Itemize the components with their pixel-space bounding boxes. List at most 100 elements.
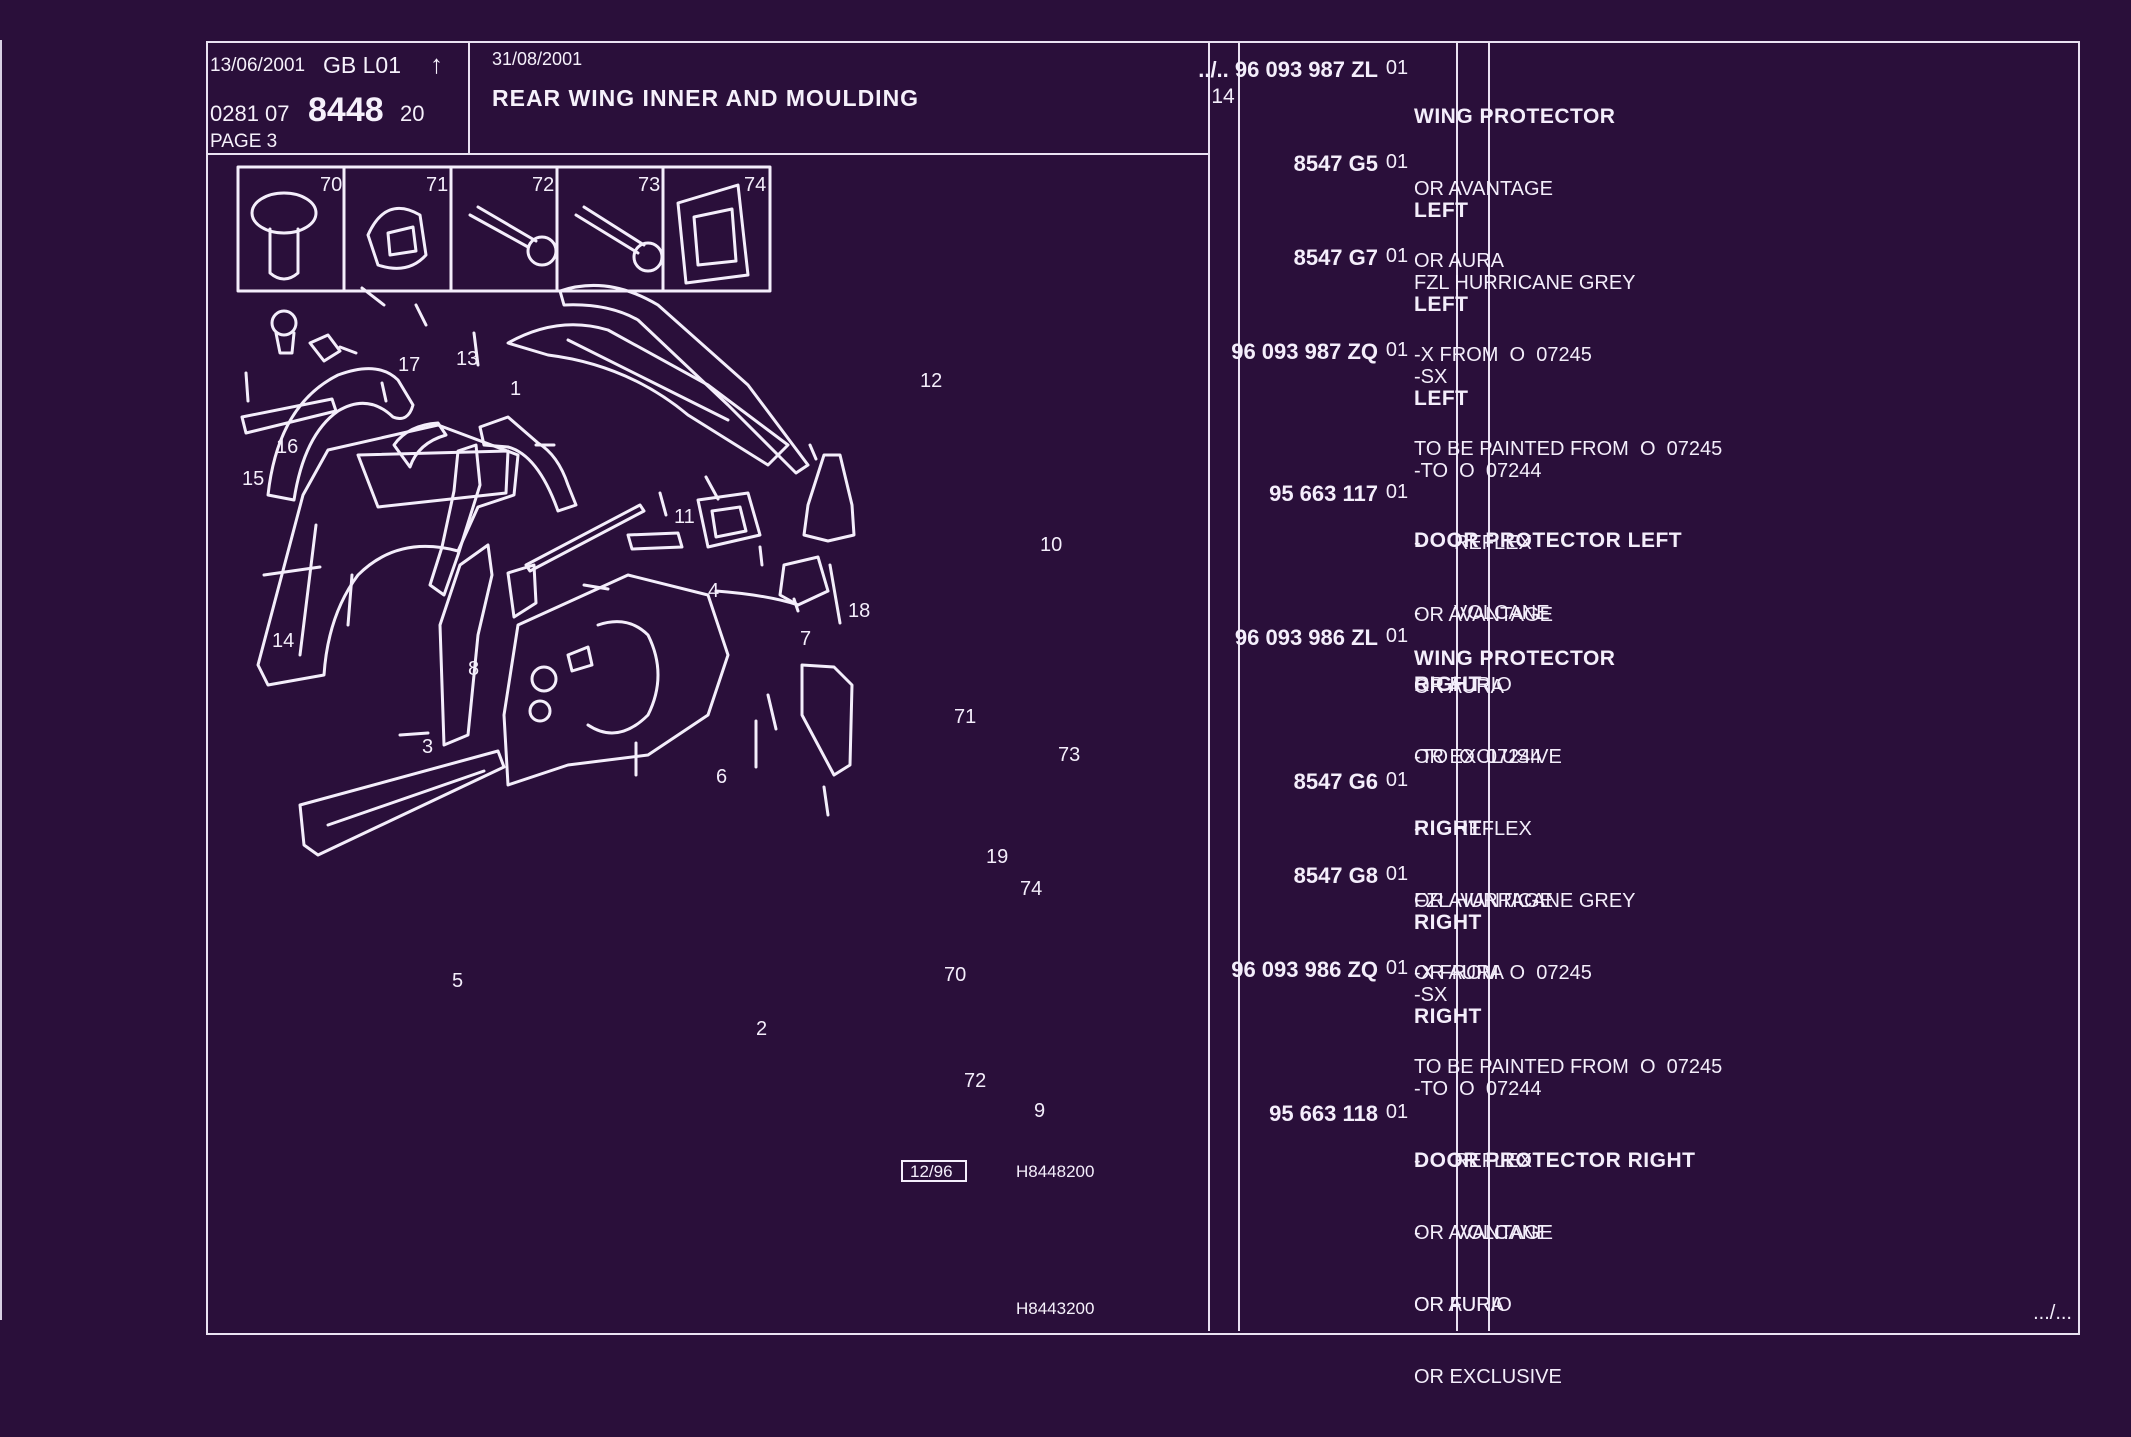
reference-number: 14 xyxy=(1211,85,1235,108)
part-number: 96 093 986 ZQ xyxy=(1231,957,1378,982)
callout-label: 14 xyxy=(272,630,294,652)
part-description: LEFT -SX TO BE PAINTED FROM O 07245 xyxy=(1414,245,1722,509)
header-date: 13/06/2001 xyxy=(210,55,306,76)
column-divider xyxy=(1488,43,1490,1331)
sheet-header: 13/06/2001 GB L01 ↑ 0281 07 8448 20 PAGE… xyxy=(208,43,1208,155)
part-title: RIGHT xyxy=(1414,817,1482,840)
part-note: -SX xyxy=(1414,984,1448,1006)
adjacent-page-edge xyxy=(0,40,2,1320)
part-number: 8547 G5 xyxy=(1293,151,1378,176)
part-note: -X FROM O 07245 xyxy=(1414,962,1592,984)
header-code-prefix: 0281 07 xyxy=(210,101,290,126)
part-description: WING PROTECTOR OR AVANTAGE OR AURA xyxy=(1414,57,1615,321)
fastener-strip-frame xyxy=(236,165,772,293)
diagram-svg xyxy=(236,165,856,857)
part-description: LEFT -TO O 07244 - REFLEX OR AVANTAGE OR… xyxy=(1414,339,1553,747)
sheet-code-text: H8443200 xyxy=(1016,1299,1095,1318)
part-note: OR AURA xyxy=(1414,250,1505,272)
part-title: DOOR PROTECTOR RIGHT xyxy=(1414,1149,1696,1172)
part-note: - REFLEX xyxy=(1414,818,1532,840)
part-note: FZL HURRICANE GREY xyxy=(1414,890,1636,912)
callout-label: 4 xyxy=(708,580,719,602)
header-lang-code: GB L01 xyxy=(323,52,401,78)
part-title: DOOR PROTECTOR LEFT xyxy=(1414,529,1683,552)
callout-label: 6 xyxy=(716,766,727,788)
part-title: RIGHT xyxy=(1414,1005,1482,1028)
callout-label: 1 xyxy=(510,378,521,400)
part-qty: 01 xyxy=(1385,957,1409,979)
callout-label: 70 xyxy=(944,964,966,986)
part-note: OR EXCLUSIVE xyxy=(1414,746,1562,768)
callout-label: 18 xyxy=(848,600,870,622)
part-description: DOOR PROTECTOR RIGHT - VOLCANE OR FURIO … xyxy=(1414,1101,1695,1437)
part-qty: 01 xyxy=(1385,339,1409,361)
part-number: 96 093 987 ZQ xyxy=(1231,339,1378,364)
header-code-suffix: 20 xyxy=(400,101,425,126)
callout-label: 72 xyxy=(964,1070,986,1092)
part-qty: 01 xyxy=(1385,151,1409,173)
fastener-label: 71 xyxy=(426,174,448,196)
callout-label: 9 xyxy=(1034,1100,1045,1122)
part-note: TO BE PAINTED FROM O 07245 xyxy=(1414,1056,1723,1078)
header-page: PAGE 3 xyxy=(210,131,278,152)
callout-label: 3 xyxy=(422,736,433,758)
part-note: - REFLEX xyxy=(1414,532,1532,554)
header-code-main: 8448 xyxy=(308,91,384,129)
diagram-labels-svg: 70 71 72 73 74 1 2 3 4 5 6 7 8 9 10 11 1… xyxy=(242,174,1094,1182)
part-qty: 01 xyxy=(1385,1101,1409,1123)
part-note: OR EXCLUSIVE xyxy=(1414,1366,1562,1388)
part-title: RIGHT xyxy=(1414,911,1482,934)
part-number: 8547 G7 xyxy=(1293,245,1378,270)
part-qty: 01 xyxy=(1385,57,1409,79)
part-qty: 01 xyxy=(1385,863,1409,885)
callout-label: 13 xyxy=(456,348,478,370)
part-note: -SX xyxy=(1414,366,1448,388)
part-note: OR AURA xyxy=(1414,676,1505,698)
part-note: TO BE PAINTED FROM O 07245 xyxy=(1414,438,1723,460)
part-title: RIGHT xyxy=(1414,673,1482,696)
fastener-label: 74 xyxy=(744,174,766,196)
part-note: - VOLCANE xyxy=(1414,602,1550,624)
fastener-label: 70 xyxy=(320,174,342,196)
part-note: - REFLEX xyxy=(1414,1150,1532,1172)
callout-label: 71 xyxy=(954,706,976,728)
callout-label: 74 xyxy=(1020,878,1042,900)
fastener-label: 72 xyxy=(532,174,554,196)
part-description: LEFT FZL HURRICANE GREY -X FROM O 07245 xyxy=(1414,151,1636,415)
page-title: REAR WING INNER AND MOULDING xyxy=(492,85,920,111)
part-title: LEFT xyxy=(1414,293,1469,316)
part-description: RIGHT -SX TO BE PAINTED FROM O 07245 xyxy=(1414,863,1722,1127)
exploded-parts-diagram: 70 71 72 73 74 1 2 3 4 5 6 7 8 9 10 11 1… xyxy=(208,155,1208,1331)
part-number: 95 663 117 xyxy=(1269,481,1378,506)
part-title: LEFT xyxy=(1414,199,1469,222)
callout-label: 7 xyxy=(800,628,811,650)
part-qty: 01 xyxy=(1385,625,1409,647)
part-note: OR AURA xyxy=(1414,1294,1505,1316)
part-title: WING PROTECTOR xyxy=(1414,105,1616,128)
part-note: OR AVANTAGE xyxy=(1414,604,1553,626)
part-qty: 01 xyxy=(1385,769,1409,791)
part-description: RIGHT FZL HURRICANE GREY -X FROM O 07245 xyxy=(1414,769,1636,1033)
part-qty: 01 xyxy=(1385,481,1409,503)
part-number: 8547 G6 xyxy=(1293,769,1378,794)
revision-box xyxy=(901,1160,967,1182)
header-edition-date: 31/08/2001 xyxy=(492,49,583,69)
part-number: 95 663 118 xyxy=(1269,1101,1378,1126)
part-qty: 01 xyxy=(1385,245,1409,267)
callout-label: 19 xyxy=(986,846,1008,868)
callout-label: 16 xyxy=(276,436,298,458)
part-note: OR AVANTAGE xyxy=(1414,178,1553,200)
column-divider xyxy=(1208,43,1210,1331)
part-description: RIGHT -TO O 07244 - REFLEX OR AVANTAGE O… xyxy=(1414,625,1553,1033)
part-note: -TO O 07244 xyxy=(1414,746,1542,768)
part-note: -TO O 07244 xyxy=(1414,460,1542,482)
part-note: OR AVANTAGE xyxy=(1414,1222,1553,1244)
callout-label: 73 xyxy=(1058,744,1080,766)
part-description: WING PROTECTOR xyxy=(1414,599,1615,719)
revision-label: 12/96 xyxy=(910,1162,953,1181)
part-number: 8547 G8 xyxy=(1293,863,1378,888)
part-number: 96 093 986 ZL xyxy=(1234,625,1378,650)
part-note: -X FROM O 07245 xyxy=(1414,344,1592,366)
parts-list: ../.. 96 093 987 ZL 01 WING PROTECTOR OR… xyxy=(1198,43,2078,1388)
column-divider xyxy=(1238,43,1240,1331)
